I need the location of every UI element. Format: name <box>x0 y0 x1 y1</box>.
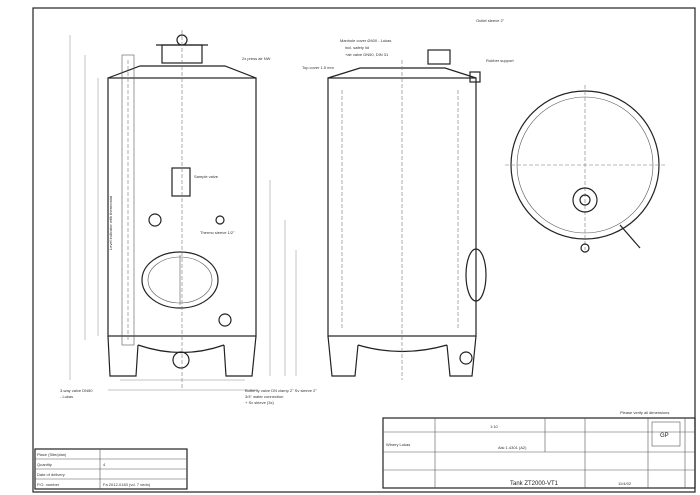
order-label: Date of delivery <box>37 472 65 477</box>
label-level-indicator: Level indicator with thermostat <box>108 195 113 250</box>
label-three-way-valve-2: - Lukas <box>60 394 73 399</box>
title-customer: Winery Lukas <box>386 442 410 447</box>
sample-valve <box>171 167 191 197</box>
label-sample-valve: Sample valve <box>194 174 219 179</box>
drawing-frame <box>32 7 696 493</box>
label-butterfly-valve-2: 3/4" water connection <box>245 394 283 399</box>
order-value: 4 <box>103 462 106 467</box>
order-label: Place (Site/plan) <box>37 452 67 457</box>
side-manhole <box>465 248 487 302</box>
label-press-air: 2x press air NW <box>242 56 271 61</box>
title-material: Aisi 1.4301 (A2) <box>498 445 527 450</box>
label-outlet-sleeve: Outlet sleeve 2" <box>476 18 505 23</box>
label-air-valve: +air valve DN50, DIN 31 <box>345 52 389 57</box>
top-view-tank <box>505 85 665 253</box>
order-label: P.O. number <box>37 482 60 487</box>
company-logo: GP <box>660 433 669 439</box>
label-rubber-support: Rubber support <box>486 58 514 63</box>
label-manhole-cover: Manhole cover Ø400 - Lukas <box>340 38 391 43</box>
title-date: 11/4/02 <box>618 481 632 486</box>
label-butterfly-valve-3: + Sv sleeve (3x) <box>245 400 274 405</box>
title-scale: 1:10 <box>490 424 499 429</box>
order-value: Fa 2012-0183 (vd. 7 vedo) <box>103 482 151 487</box>
title-drawing-name: Tank ZT2000-VT1 <box>510 481 559 487</box>
label-manhole-cover-2: incl. safety lid <box>345 45 369 50</box>
side-view-tank <box>327 49 487 380</box>
manhole-door <box>141 251 219 309</box>
title-block: GP 1:10 Winery Lukas Aisi 1.4301 (A2) Ta… <box>382 417 696 489</box>
label-three-way-valve: 3-way valve DN50 <box>60 388 93 393</box>
order-label: Quantity <box>37 462 52 467</box>
label-top-cover: Top cover 1.5 mm <box>302 65 334 70</box>
order-table: Place (Site/plan) Quantity 4 Date of del… <box>34 448 188 490</box>
level-indicator <box>121 54 135 346</box>
label-butterfly-valve: Butterfly valve DN clamp 2" Sv sleeve 2" <box>245 388 317 393</box>
label-thermo-sleeve: Thermo sleeve 1/2" <box>200 230 235 235</box>
front-view-tank <box>69 30 297 391</box>
label-please-verify: Please verify all dimensions <box>620 410 669 415</box>
